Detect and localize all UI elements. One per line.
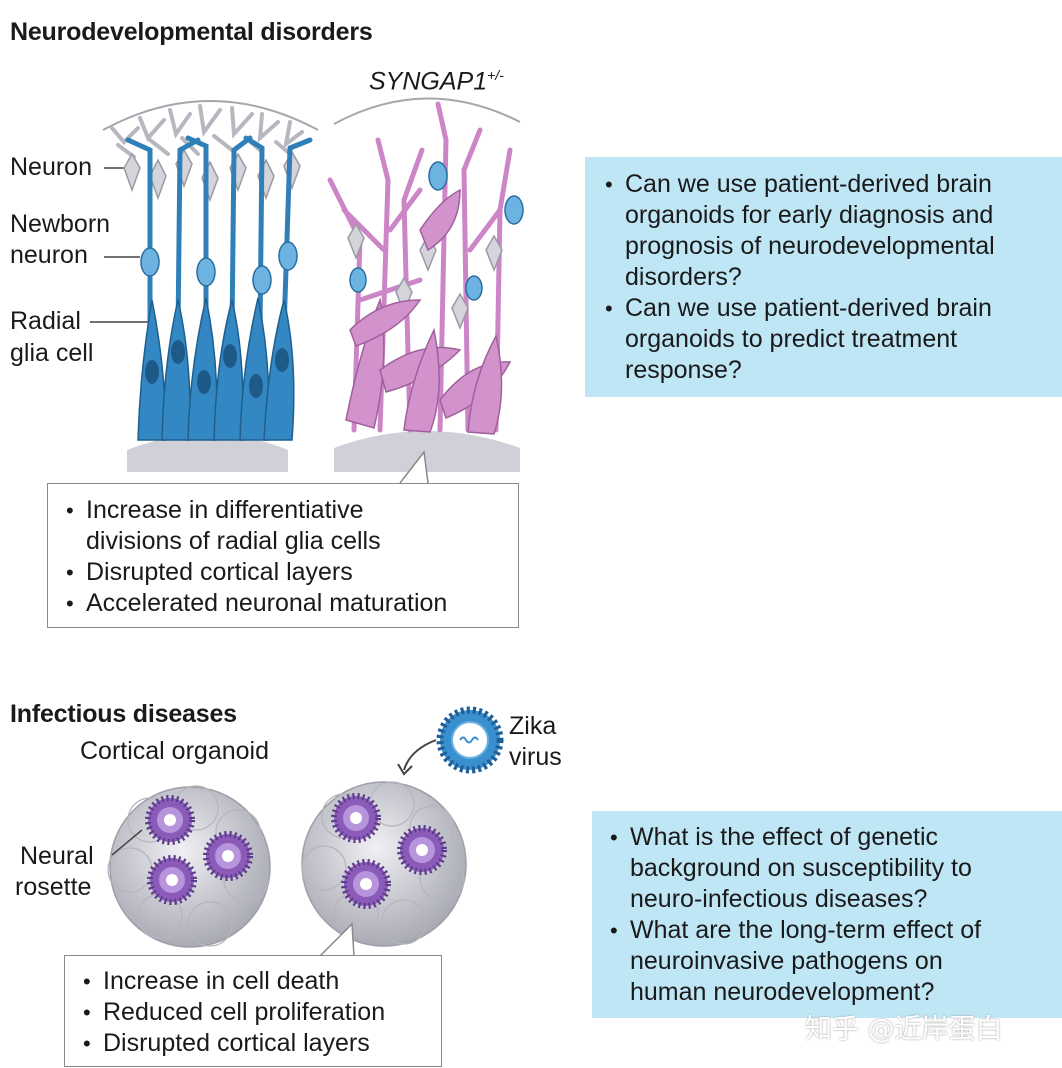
organoid-illustration <box>107 706 504 957</box>
syngap1-label: SYNGAP1+/- <box>369 60 504 97</box>
control-pial-surface <box>102 100 319 131</box>
control-cortex-panel <box>102 100 319 472</box>
genotype-superscript: +/- <box>487 67 504 83</box>
mutant-ventricle-surface <box>334 431 520 472</box>
label-newborn-neuron: neuron <box>10 241 88 269</box>
question-line: organoids to predict treatment <box>625 325 958 353</box>
finding-item: Disrupted cortical layers <box>64 557 447 588</box>
cortex-illustration <box>90 97 524 484</box>
neuro-findings-list: Increase in differentiative divisions of… <box>64 495 447 619</box>
infection-arrowhead <box>397 763 413 776</box>
rosette-leader-line <box>111 829 143 856</box>
finding-item: Reduced cell proliferation <box>81 997 385 1028</box>
control-organoid <box>107 785 271 948</box>
rosette-mark <box>150 858 194 902</box>
mutant-cortex-panel <box>327 97 524 472</box>
control-ventricle-surface <box>127 434 288 472</box>
infected-organoid <box>301 781 467 947</box>
watermark: 知乎 @近岸蛋白 <box>805 1014 1003 1045</box>
finding-item: Disrupted cortical layers <box>81 1028 385 1059</box>
infect-questions-box: What is the effect of genetic background… <box>592 811 1062 1018</box>
rosette-mark <box>400 828 444 872</box>
label-glia-cell: glia cell <box>10 339 94 367</box>
label-virus: virus <box>509 743 562 771</box>
question-line: What is the effect of genetic <box>608 822 981 853</box>
label-cortical-organoid: Cortical organoid <box>80 737 269 765</box>
infect-findings-list: Increase in cell death Reduced cell prol… <box>81 966 385 1059</box>
rosette-mark <box>148 798 192 842</box>
label-rosette: rosette <box>15 873 92 901</box>
rosette-mark <box>206 834 250 878</box>
label-zika: Zika <box>509 712 557 740</box>
neuro-questions-box: Can we use patient-derived brain organoi… <box>585 157 1062 397</box>
label-newborn: Newborn <box>10 210 111 238</box>
label-neural: Neural <box>20 842 94 870</box>
question-line: organoids for early diagnosis and <box>625 201 994 229</box>
finding-item-continued: divisions of radial glia cells <box>86 527 381 555</box>
question-line: response? <box>625 356 742 384</box>
rosette-mark <box>344 862 388 906</box>
section-title-infectious: Infectious diseases <box>10 700 237 728</box>
neuro-findings-box: Increase in differentiative divisions of… <box>47 483 519 628</box>
infect-callout-pointer <box>319 922 355 957</box>
finding-item: Increase in differentiative <box>64 495 447 526</box>
label-radial: Radial <box>10 307 81 335</box>
findings-callout-pointer <box>399 450 429 484</box>
section-title-neurodevelopmental: Neurodevelopmental disorders <box>10 18 373 46</box>
finding-item: Increase in cell death <box>81 966 385 997</box>
question-line: disorders? <box>625 263 742 291</box>
rosette-mark <box>334 796 378 840</box>
question-line: Can we use patient-derived brain <box>603 293 995 324</box>
finding-item: Accelerated neuronal maturation <box>64 588 447 619</box>
infection-arrow <box>403 739 437 771</box>
infect-findings-box: Increase in cell death Reduced cell prol… <box>64 955 442 1067</box>
question-line: What are the long-term effect of <box>608 915 981 946</box>
label-neuron: Neuron <box>10 153 92 181</box>
infect-questions: What is the effect of genetic background… <box>608 822 981 1008</box>
mutant-pial-surface <box>333 97 521 125</box>
question-line: Can we use patient-derived brain <box>603 169 995 200</box>
gene-name: SYNGAP1 <box>369 67 488 96</box>
zika-virus-icon <box>436 706 504 774</box>
question-line: human neurodevelopment? <box>630 978 935 1006</box>
question-line: background on susceptibility to <box>630 854 972 882</box>
question-line: neuro-infectious diseases? <box>630 885 928 913</box>
neuro-question-1: Can we use patient-derived brain organoi… <box>603 169 995 386</box>
question-line: neuroinvasive pathogens on <box>630 947 943 975</box>
question-line: prognosis of neurodevelopmental <box>625 232 995 260</box>
